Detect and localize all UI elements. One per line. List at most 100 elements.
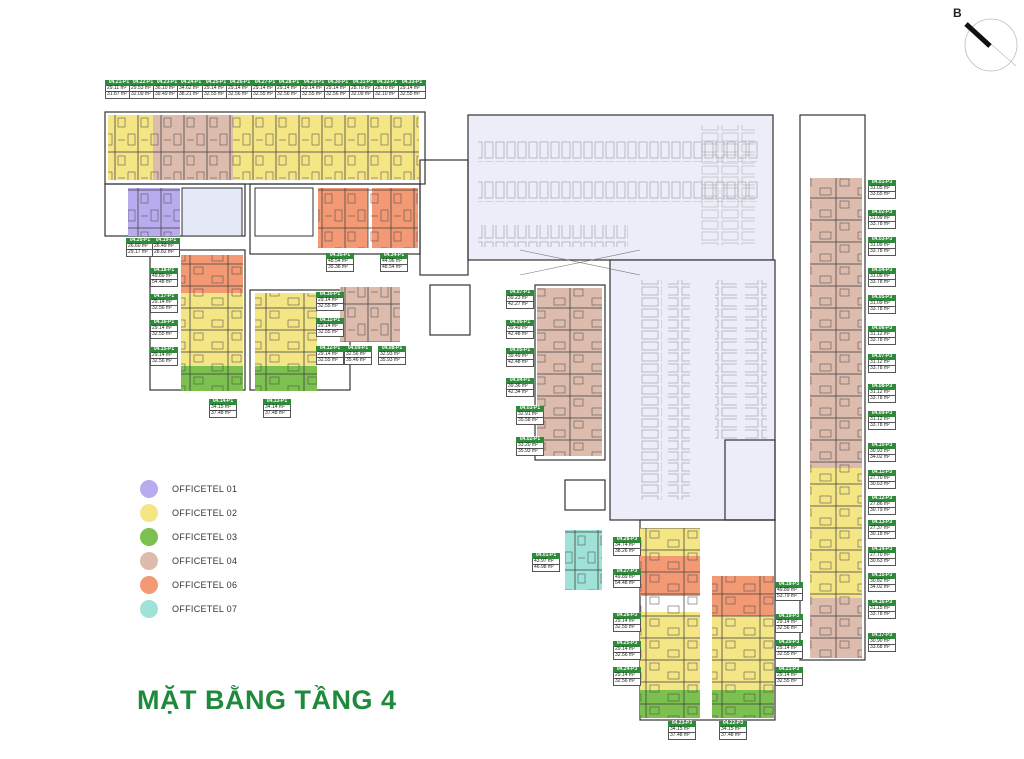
unit-area: 29.14 m²: [613, 618, 641, 626]
unit-area: 35.58 m²: [516, 418, 544, 425]
unit-area: 37.48 m²: [209, 411, 237, 418]
unit-area: 27.86 m²: [868, 501, 896, 509]
unit-code: 04.08-P3: [868, 383, 896, 390]
unit-area: 29.14 m²: [613, 672, 641, 680]
legend-swatch: [140, 600, 158, 618]
legend-item: OFFICETEL 06: [140, 573, 237, 597]
unit-area: 33.68 m²: [868, 645, 896, 652]
unit-area: 33.78 m²: [868, 280, 896, 287]
unit-area: 35.93 m²: [378, 358, 406, 365]
unit-area: 42.48 m²: [506, 332, 534, 339]
unit-code: 04.05-P1: [506, 347, 534, 354]
top-row-units: [108, 115, 419, 180]
unit-area: 32.56 m²: [275, 92, 303, 99]
unit-area: 32.56 m²: [150, 306, 178, 313]
unit-area: 35.38 m²: [326, 265, 354, 272]
legend: OFFICETEL 01 OFFICETEL 02 OFFICETEL 03 O…: [140, 477, 237, 621]
unit-area: 54.48 m²: [150, 280, 178, 287]
unit-code: 04.23-P3: [668, 720, 696, 727]
unit-area: 30.63 m²: [868, 482, 896, 489]
unit-code: 04.25-P3: [613, 640, 641, 647]
unit-code: 04.13-P1: [263, 398, 291, 405]
unit-area: 38.26 m²: [613, 549, 641, 556]
unit-code: 04.25-P1: [202, 79, 230, 86]
unit-code: 04.28-P3: [613, 536, 641, 543]
left-wing-units: [181, 255, 400, 391]
unit-area: 30.93 m²: [868, 448, 896, 456]
unit-code: 04.31-P1: [349, 79, 377, 86]
unit-area: 33.78 m²: [868, 338, 896, 345]
unit-area: 29.14 m²: [150, 352, 178, 360]
unit-code: 04.12-P3: [868, 495, 896, 502]
unit-area: 28.82 m²: [152, 250, 180, 257]
unit-area: 37.48 m²: [668, 733, 696, 740]
unit-code: 04.17-P3: [868, 632, 896, 639]
unit-area: 33.78 m²: [868, 396, 896, 403]
legend-item: OFFICETEL 03: [140, 525, 237, 549]
unit-code: 04.02-P1: [516, 436, 544, 443]
unit-code: 04.32-P1: [373, 79, 401, 86]
unit-code: 04.15-P3: [868, 572, 896, 579]
unit-area: 30.90 m²: [868, 638, 896, 646]
unit-area: 32.55 m²: [150, 332, 178, 339]
unit-area: 31.12 m²: [868, 389, 896, 397]
middle-wing-units: [537, 288, 602, 590]
page-title: MẶT BẰNG TẦNG 4: [137, 685, 397, 715]
unit-code: 04.27-P1: [251, 79, 279, 86]
unit-code: 04.12-P1: [316, 345, 344, 352]
unit-area: 44.96 m²: [380, 258, 408, 266]
unit-area: 26.49 m²: [152, 243, 180, 251]
unit-code: 04.26-P1: [226, 79, 254, 86]
legend-label: OFFICETEL 01: [172, 484, 238, 494]
unit-area: 33.78 m²: [868, 249, 896, 256]
unit-code: 04.03-P3: [868, 236, 896, 243]
unit-area: 43.97 m²: [532, 558, 560, 566]
unit-area: 31.09 m²: [868, 300, 896, 308]
unit-code: 04.29-P1: [300, 79, 328, 86]
legend-swatch: [140, 576, 158, 594]
unit-area: 32.10 m²: [373, 92, 401, 99]
unit-area: 31.09 m²: [868, 242, 896, 250]
unit-area: 27.37 m²: [868, 525, 896, 533]
legend-swatch: [140, 528, 158, 546]
unit-code: 04.13-P3: [868, 519, 896, 526]
unit-code: 04.08-P1: [378, 345, 406, 352]
unit-area: 33.78 m²: [868, 612, 896, 619]
unit-code: 04.26-P3: [613, 612, 641, 619]
unit-area: 29.14 m²: [150, 325, 178, 333]
unit-code: 04.09-P3: [868, 410, 896, 417]
unit-area: 31.12 m²: [868, 359, 896, 367]
unit-area: 29.14 m²: [316, 323, 344, 331]
unit-area: 32.55 m²: [316, 330, 344, 337]
unit-code: 04.20-P1: [126, 237, 154, 244]
unit-area: 29.14 m²: [150, 299, 178, 307]
legend-label: OFFICETEL 04: [172, 556, 238, 566]
unit-area: 42.27 m²: [506, 302, 534, 309]
unit-area: 49.89 m²: [150, 273, 178, 281]
unit-area: 37.48 m²: [719, 733, 747, 740]
unit-area: 32.56 m²: [150, 359, 178, 366]
upper-left-units: [128, 187, 418, 248]
unit-area: 32.56 m²: [324, 92, 352, 99]
